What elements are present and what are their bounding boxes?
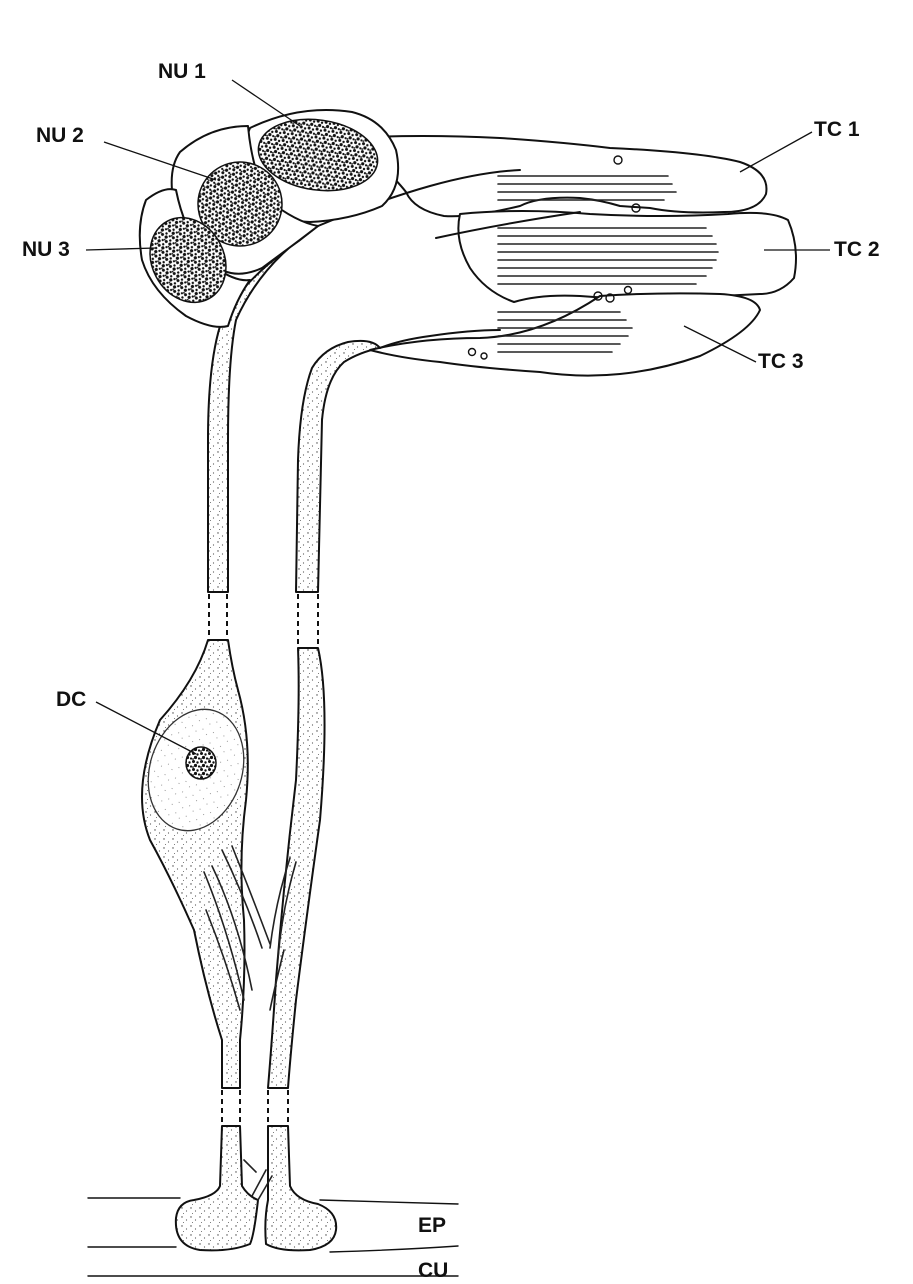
label-cu: CU bbox=[418, 1259, 448, 1282]
neuron-1 bbox=[242, 109, 400, 223]
tc3-cell bbox=[369, 292, 761, 377]
neuron-3 bbox=[138, 188, 251, 328]
dendrite-right bbox=[264, 339, 381, 1252]
label-nu2: NU 2 bbox=[36, 124, 84, 147]
scolopale-fibrils bbox=[203, 845, 297, 1201]
ciliary-striations bbox=[497, 175, 719, 353]
nu1-nucleus bbox=[257, 118, 379, 192]
label-nu1: NU 1 bbox=[158, 60, 206, 83]
label-nu3: NU 3 bbox=[22, 238, 70, 261]
label-tc1: TC 1 bbox=[814, 118, 860, 141]
dc-nucleus bbox=[147, 708, 245, 832]
label-tc3: TC 3 bbox=[758, 350, 804, 373]
label-ep: EP bbox=[418, 1214, 446, 1237]
nu3-nucleus bbox=[149, 216, 227, 304]
label-dc: DC bbox=[56, 688, 86, 711]
leader-lines bbox=[85, 79, 830, 755]
vesicles bbox=[467, 155, 641, 360]
epidermis-layer bbox=[87, 1197, 459, 1253]
tc2-cell bbox=[457, 210, 797, 303]
label-tc2: TC 2 bbox=[834, 238, 880, 261]
